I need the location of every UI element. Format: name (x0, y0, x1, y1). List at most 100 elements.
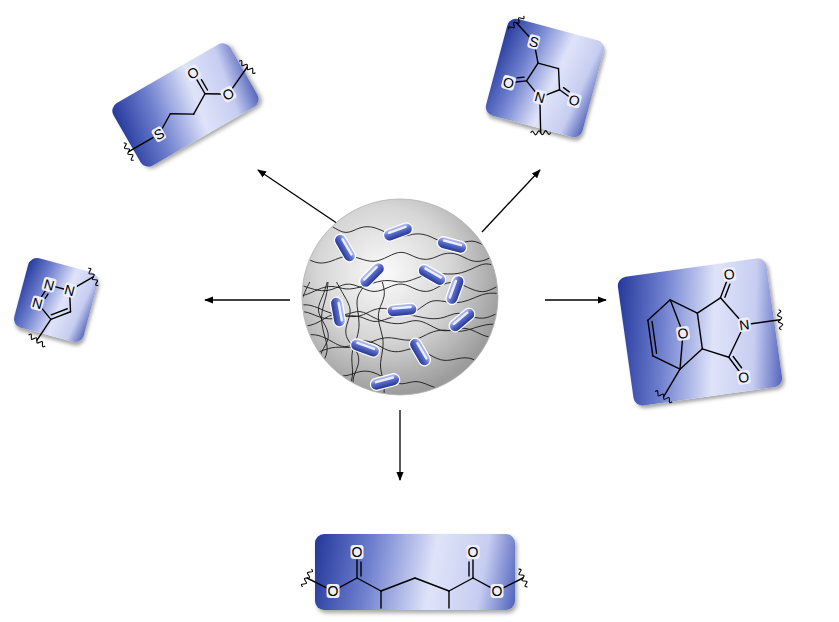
chemical-bond (204, 87, 220, 101)
polymer-strand (378, 282, 386, 506)
polymer-strand (290, 180, 514, 209)
polymer-chain-squiggle (508, 13, 524, 33)
atom-label: O (219, 85, 237, 104)
chemical-bond (170, 104, 193, 124)
crosslinker-capsule (357, 260, 387, 290)
polymer-strand (318, 282, 328, 506)
chemical-bond (51, 305, 67, 318)
chemical-bond (51, 307, 71, 323)
crosslinker-capsule (349, 337, 381, 359)
polymer-strand (211, 282, 250, 506)
polymer-strand (284, 282, 317, 506)
crosslinker-capsule (416, 262, 448, 287)
linkage-box: OO S (109, 40, 262, 170)
chemical-bond (128, 138, 152, 152)
chemical-bond (472, 560, 473, 578)
atom-label: N (62, 282, 77, 299)
chemical-bond (473, 578, 491, 588)
chemical-bond (517, 75, 524, 79)
polymer-strand (290, 264, 514, 296)
chemical-bond (725, 331, 744, 357)
polymer-strand (267, 282, 309, 506)
chemical-bond (66, 297, 74, 312)
chemical-bond (553, 69, 565, 90)
polymer-strand (290, 252, 514, 263)
chemical-bond (357, 578, 381, 591)
atom-label: O (327, 584, 340, 598)
polymer-strand (221, 282, 263, 506)
chemical-bond (37, 317, 51, 342)
network-sphere (211, 180, 514, 506)
structure-drawing (617, 257, 784, 407)
polymer-strand (327, 282, 368, 506)
chemical-bond (751, 320, 780, 324)
polymer-strand (265, 282, 302, 506)
chemical-bond (546, 87, 559, 98)
linkage-box: SONO (484, 17, 606, 139)
chemical-bond (448, 591, 449, 608)
chemical-bond (533, 104, 548, 132)
polymer-chain-squiggle (777, 310, 784, 330)
atom-label: S (150, 125, 167, 143)
chemical-bond (449, 578, 473, 591)
atom-label: O (500, 74, 516, 91)
chemical-bond (645, 300, 672, 320)
polymer-chain-squiggle (84, 268, 102, 286)
crosslinker-capsule (436, 235, 468, 254)
polymer-chain-squiggle (655, 389, 672, 405)
chemical-bond (702, 345, 728, 360)
reaction-arrows (205, 170, 606, 480)
linkage-box: O O O O (315, 534, 515, 610)
reaction-arrow (399, 410, 400, 480)
crosslinker-capsule (444, 274, 466, 306)
chemical-bond (670, 296, 697, 316)
crosslinker-capsule (407, 336, 432, 368)
atom-label: O (722, 267, 737, 283)
chemical-bond (515, 78, 526, 84)
chemical-bond (696, 298, 722, 313)
reaction-arrow (545, 299, 606, 300)
atom-label: N (41, 277, 56, 294)
polymer-chain-squiggle (519, 569, 528, 587)
chemical-bond (380, 591, 381, 608)
chemical-bond (187, 94, 210, 114)
chemical-bond (468, 562, 469, 576)
atom-label: O (467, 545, 480, 559)
chemical-bond (653, 352, 680, 372)
crosslinker-capsule (387, 303, 418, 318)
chemical-bond (503, 578, 523, 588)
polymer-chain-squiggle (301, 569, 312, 587)
linkage-box: O O N O (617, 257, 784, 407)
chemical-bond (339, 578, 357, 588)
polymer-chain-squiggle (239, 57, 255, 77)
atom-label: O (736, 370, 751, 386)
chemical-bond (676, 340, 686, 369)
polymer-strand (290, 282, 514, 292)
polymer-strand (290, 221, 514, 254)
chemical-bond (660, 369, 683, 397)
atom-label: O (183, 64, 201, 83)
polymer-strand (260, 282, 269, 506)
reaction-arrow (482, 170, 540, 232)
crosslinker-capsule (447, 306, 478, 334)
chemical-bond (720, 296, 739, 322)
atom-label: O (676, 326, 691, 342)
polymer-chain-squiggle (27, 334, 48, 348)
atom-label: O (491, 584, 504, 598)
crosslinker-capsule (332, 232, 357, 264)
crosslinker-capsule (329, 296, 346, 328)
chemical-bond (55, 287, 64, 289)
chemical-bond (381, 578, 415, 591)
chemical-bond (75, 273, 94, 292)
atom-label: N (737, 317, 751, 333)
chemical-bond (652, 322, 656, 354)
polymer-strand (290, 367, 514, 400)
chemical-bond (45, 294, 48, 299)
atom-label: O (351, 545, 364, 559)
linkage-box: NNN (12, 256, 100, 344)
chemical-bond (697, 313, 702, 349)
chemical-bond (670, 299, 680, 328)
polymer-strand (290, 324, 514, 355)
chemical-bond (360, 562, 361, 576)
chemical-bond (415, 578, 449, 591)
